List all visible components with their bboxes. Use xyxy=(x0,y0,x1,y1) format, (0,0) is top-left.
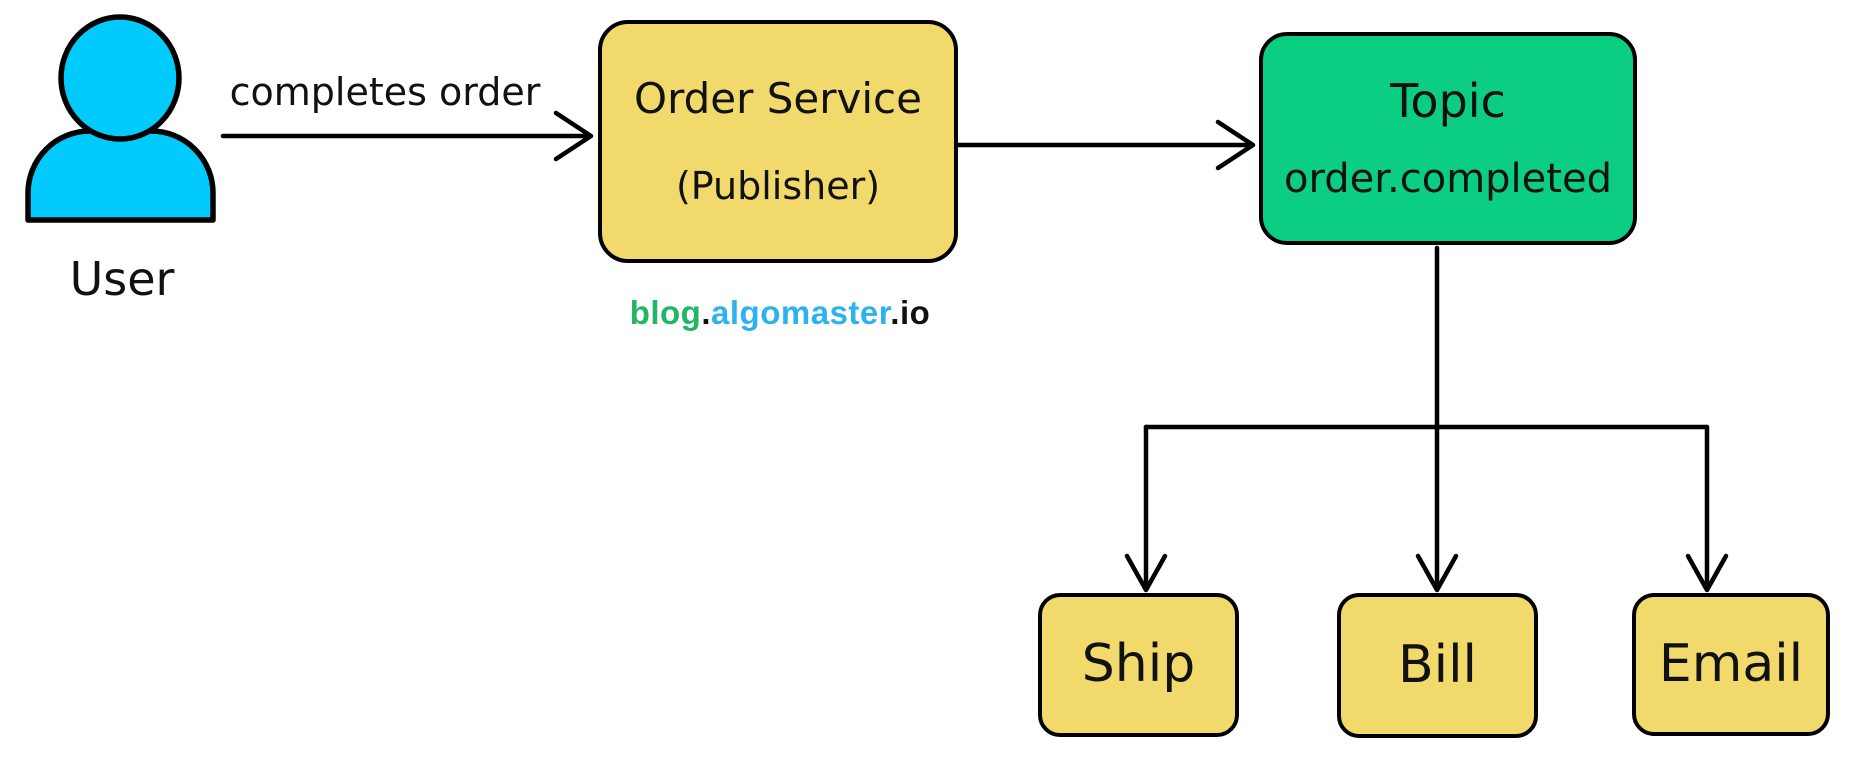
user-icon-body xyxy=(25,128,216,223)
topic-name: order.completed xyxy=(1284,155,1612,202)
arrow-user-to-order-service xyxy=(220,110,594,162)
user-icon-head xyxy=(58,14,182,142)
subscriber-node-email: Email xyxy=(1632,593,1830,736)
subscriber-label: Ship xyxy=(1081,634,1196,695)
watermark-segment: . xyxy=(890,294,900,331)
topic-node: Topic order.completed xyxy=(1259,32,1637,245)
arrow-order-service-to-topic xyxy=(955,119,1256,171)
subscriber-label: Bill xyxy=(1397,634,1477,695)
watermark-segment: blog xyxy=(629,294,702,331)
subscriber-label: Email xyxy=(1658,633,1804,694)
topic-title: Topic xyxy=(1390,74,1506,129)
watermark-segment: algomaster xyxy=(711,294,891,331)
arrowhead-down-icon xyxy=(1124,553,1168,593)
arrowhead-down-icon xyxy=(1685,553,1729,593)
arrowhead-right-icon xyxy=(1215,119,1256,171)
user-label: User xyxy=(69,252,175,306)
edge-label-completes-order: completes order xyxy=(229,70,541,114)
user-icon xyxy=(25,14,216,223)
subscriber-node-bill: Bill xyxy=(1337,593,1538,738)
arrowhead-right-icon xyxy=(553,110,594,162)
order-service-node: Order Service (Publisher) xyxy=(598,20,958,263)
order-service-title: Order Service xyxy=(634,73,922,123)
subscriber-node-ship: Ship xyxy=(1038,593,1239,737)
watermark-segment: io xyxy=(899,294,931,331)
watermark: blog.algomaster.io xyxy=(555,294,1005,332)
arrowhead-down-icon xyxy=(1415,553,1459,593)
order-service-subtitle: (Publisher) xyxy=(675,163,881,208)
fanout-connector xyxy=(1124,245,1729,593)
watermark-segment: . xyxy=(701,294,712,331)
